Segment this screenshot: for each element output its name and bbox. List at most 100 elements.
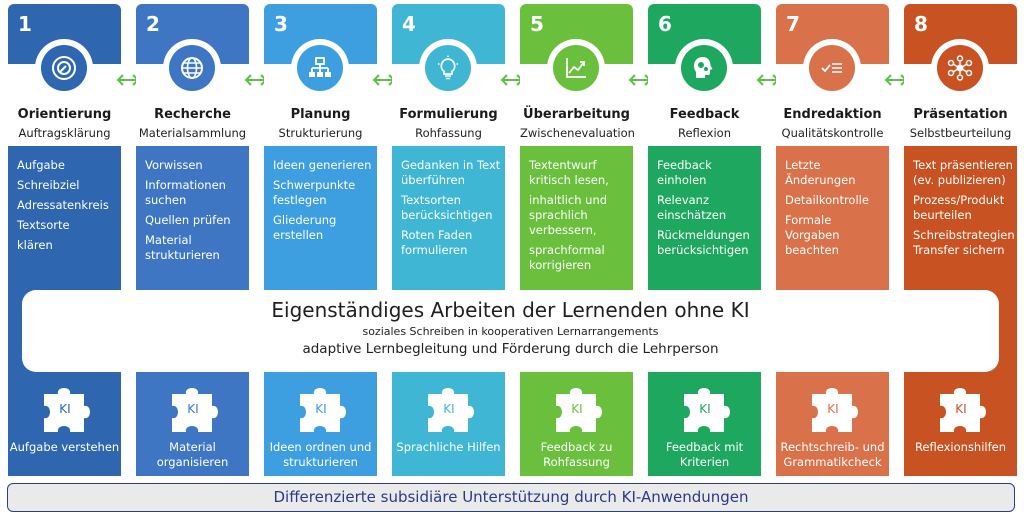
ki-support-label: Sprachliche Hilfen [396,440,501,454]
chart-icon [553,45,599,91]
phase-subtitle: Reflexion [678,126,731,140]
phase-activity-item: Letzte Änderungen [785,158,856,187]
phase-activity-item: Rückmeldungen berücksichtigen [657,228,750,257]
phase-subtitle: Selbstbeurteilung [909,126,1012,140]
phase-number: 7 [786,12,800,36]
phase-icon-circle [419,39,477,97]
puzzle-piece-icon: KI [806,384,860,438]
phase-activity-item: Prozess/Produkt beurteilen [913,193,1005,222]
ki-support-label: Feedback mit Kriterien [665,440,744,469]
ki-support-label: Ideen ordnen und strukturieren [269,440,372,469]
phase-number: 1 [18,12,32,36]
band-subtitle: soziales Schreiben in kooperativen Lerna… [362,325,659,338]
phase-number: 4 [402,12,416,36]
phase-title: Formulierung [399,107,498,122]
phase-activity-item: Adressatenkreis [17,198,109,212]
phase-activity-list: Textentwurf kritisch lesen,inhaltlich un… [529,158,631,278]
phase-icon-circle [675,39,733,97]
phase-icon-circle [291,39,349,97]
phase-title: Planung [290,107,351,122]
puzzle-piece-icon: KI [166,384,220,438]
phase-title: Feedback [669,107,740,122]
phase-subtitle: Materialsammlung [138,126,247,140]
phase-number: 5 [530,12,544,36]
band-title: Eigenständiges Arbeiten der Lernenden oh… [271,298,750,322]
lightbulb-icon [425,45,471,91]
phase-title: Endredaktion [783,107,882,122]
phase-activity-item: Quellen prüfen [145,213,231,227]
phase-activity-item: sprachformal korrigieren [529,243,605,272]
phase-subtitle: Rohfassung [415,126,482,140]
phase-activity-item: Gliederung erstellen [273,213,337,242]
phase-activity-item: Material strukturieren [145,233,220,262]
puzzle-piece-icon: KI [294,384,348,438]
phase-activity-item: Schwerpunkte festlegen [273,178,356,207]
globe-icon [169,45,215,91]
phase-icon-circle [163,39,221,97]
phase-activity-item: klären [17,238,53,252]
puzzle-ki-label: KI [571,402,583,416]
puzzle-ki-label: KI [699,402,711,416]
phase-number: 6 [658,12,672,36]
phase-number: 2 [146,12,160,36]
phase-subtitle: Qualitätskontrolle [781,126,884,140]
phase-activity-item: Informationen suchen [145,178,226,207]
puzzle-ki-label: KI [955,402,967,416]
phase-activity-item: Aufgabe [17,158,65,172]
phase-title: Präsentation [913,107,1008,122]
ki-support-label: Reflexionshilfen [914,440,1007,454]
phase-subtitle: Zwischenevaluation [520,126,635,140]
puzzle-ki-label: KI [827,402,839,416]
checklist-icon [809,45,855,91]
puzzle-piece-icon: KI [550,384,604,438]
phase-subtitle: Strukturierung [278,126,363,140]
phase-activity-item: Ideen generieren [273,158,372,172]
phase-activity-item: Text präsentieren (ev. publizieren) [913,158,1013,187]
compass-icon [41,45,87,91]
phase-activity-list: Text präsentieren (ev. publizieren) Proze… [913,158,1015,263]
phase-number: 8 [914,12,928,36]
phase-activity-item: Textsorte [17,218,70,232]
ki-support-label: Rechtschreib- und Grammatikcheck [780,440,885,469]
puzzle-piece-icon: KI [678,384,732,438]
ki-support-label: Aufgabe verstehen [9,440,120,454]
puzzle-piece-icon: KI [38,384,92,438]
phase-activity-item: Vorwissen [145,158,203,172]
phase-icon-circle [35,39,93,97]
puzzle-ki-label: KI [443,402,455,416]
phase-activity-item: Detailkontrolle [785,193,869,207]
puzzle-ki-label: KI [187,402,199,416]
phase-subtitle: Auftragsklärung [18,126,111,140]
ki-support-label: Feedback zu Rohfassung [540,440,613,469]
phase-activity-item: Formale Vorgaben beachten [785,213,840,257]
hierarchy-icon [297,45,343,91]
phase-icon-circle [547,39,605,97]
center-band: Eigenständiges Arbeiten der Lernenden oh… [22,290,999,372]
phase-activity-item: Roten Faden formulieren [401,228,473,257]
puzzle-ki-label: KI [59,402,71,416]
phase-activity-item: Textentwurf kritisch lesen, [529,158,609,187]
phase-icon-circle [931,39,989,97]
phase-activity-item: Textsorten berücksichtigen [401,193,493,222]
phase-activity-item: Gedanken in Text überführen [401,158,501,187]
puzzle-piece-icon: KI [934,384,988,438]
phase-activity-item: Feedback einholen [657,158,712,187]
phase-activity-item: Schreibstrategien Transfer sichern [913,228,1015,257]
footer-banner: Differenzierte subsidiäre Unterstützung … [7,483,1015,512]
ki-support-label: Material organisieren [156,440,229,469]
network-icon [937,45,983,91]
band-subtitle-2: adaptive Lernbegleitung und Förderung du… [302,341,719,357]
phase-activity-item: Schreibziel [17,178,80,192]
